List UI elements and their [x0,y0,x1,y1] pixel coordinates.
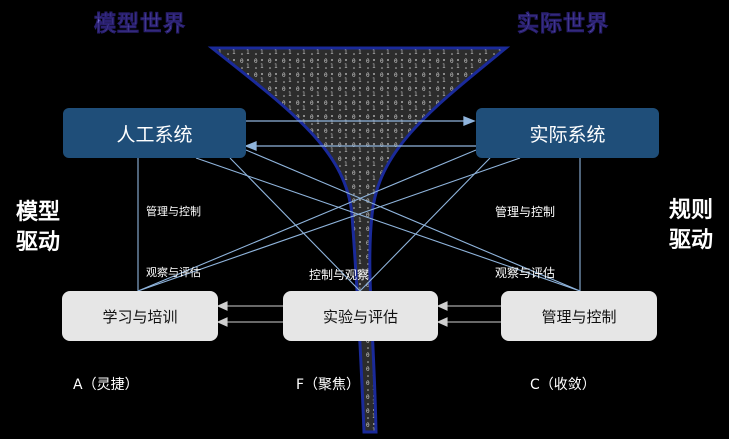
box-label: 实际系统 [529,123,606,146]
heading-real-world: 实际世界 [517,12,610,38]
side-label-line: 驱动 [669,228,714,253]
box-label: 实验与评估 [322,307,398,326]
bottom-connectors [216,301,501,327]
side-label-rule-driven: 规则 驱动 [669,196,713,256]
vertical-connectors [137,158,581,291]
side-label-line: 模型 [16,200,61,225]
label-right-lower: 观察与评估 [495,266,556,280]
caption-focus: F（聚焦） [296,377,361,393]
side-label-model-driven: 模型 驱动 [16,198,60,258]
box-learning-training: 学习与培训 [62,291,218,341]
label-left-lower: 观察与评估 [146,266,201,279]
label-center: 控制与观察 [309,268,370,282]
box-label: 人工系统 [116,123,193,146]
label-right-upper: 管理与控制 [495,205,556,219]
funnel-shape [207,46,511,434]
label-left-upper: 管理与控制 [146,205,201,218]
caption-converge: C（收敛） [530,377,596,393]
box-artificial-system: 人工系统 [63,108,246,158]
heading-model-world: 模型世界 [94,12,187,38]
box-experiment-evaluation: 实验与评估 [283,291,438,341]
box-label: 管理与控制 [541,307,617,326]
side-label-line: 规则 [669,198,714,223]
side-label-line: 驱动 [16,230,61,255]
diagonal-connectors [137,149,581,292]
box-real-system: 实际系统 [476,108,659,158]
caption-agile: A（灵捷） [73,377,139,393]
box-management-control: 管理与控制 [501,291,657,341]
top-connectors [244,116,476,151]
box-label: 学习与培训 [102,307,178,326]
